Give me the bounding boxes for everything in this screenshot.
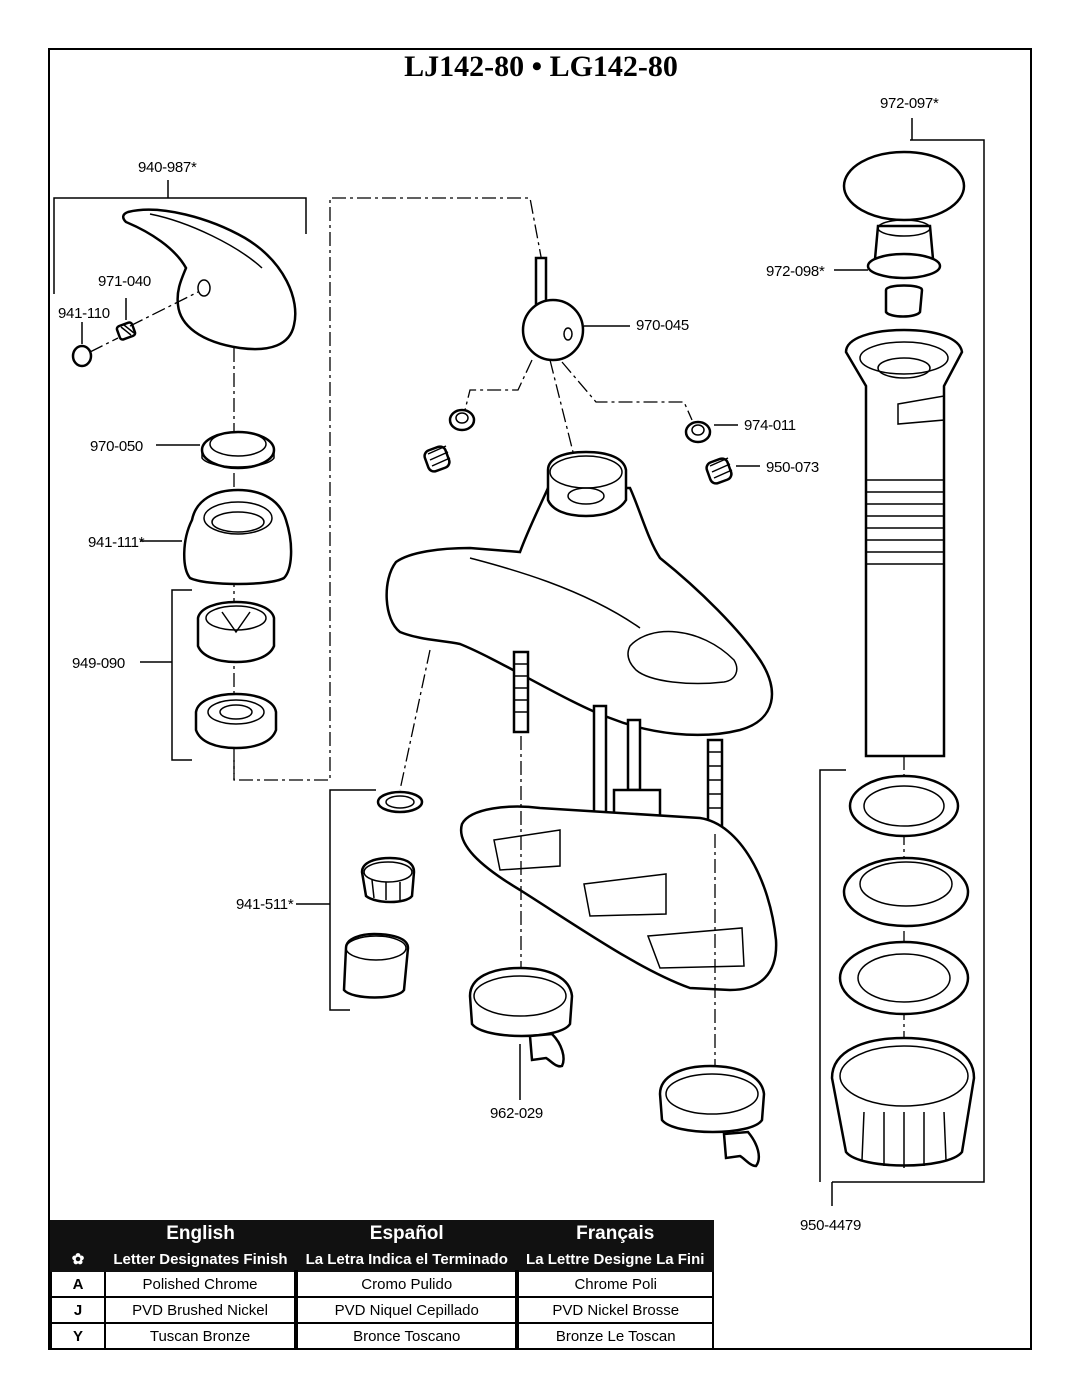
set-screw [115, 291, 199, 341]
model-title: LJ142-80 • LG142-80 [404, 50, 678, 83]
drain-washer [842, 856, 970, 928]
label-941-111: 941-111* [88, 534, 145, 551]
aerator-bracket [296, 789, 376, 1011]
finish-english: Tuscan Bronze [103, 1322, 298, 1350]
lower-bushing [194, 692, 278, 750]
handle-to-cartridge-line [233, 197, 543, 781]
label-941-110: 941-110 [58, 305, 110, 322]
seat-left [448, 408, 476, 432]
spout-aerator-line [399, 649, 431, 791]
finish-espanol: Bronce Toscano [294, 1322, 519, 1350]
label-972-098: 972-098* [766, 263, 825, 280]
label-971-040: 971-040 [98, 273, 151, 290]
mounting-nut-right [658, 1064, 766, 1168]
finish-francais: Bronze Le Toscan [515, 1322, 714, 1350]
label-962-029: 962-029 [490, 1105, 543, 1122]
drain-gasket-2 [838, 940, 970, 1016]
finish-english: Polished Chrome [103, 1270, 298, 1298]
aerator-housing [342, 932, 410, 999]
finish-row: A Polished Chrome Cromo Pulido Chrome Po… [50, 1270, 714, 1298]
label-950-4479: 950-4479 [800, 1217, 861, 1234]
label-974-011: 974-011 [744, 417, 796, 434]
aerator-insert [360, 856, 416, 904]
drain-gasket-1 [848, 774, 960, 838]
label-950-073: 950-073 [766, 459, 819, 476]
valve-cartridge [521, 256, 630, 362]
mounting-stud-left [512, 650, 530, 734]
label-940-987: 940-987* [138, 159, 197, 176]
finish-legend-table: English Español Français ✿ Letter Design… [50, 1220, 714, 1350]
drain-nut [830, 1036, 976, 1168]
drawing-frame [48, 48, 1032, 1350]
aerator-washer [376, 790, 424, 814]
header-francais: Français [516, 1220, 714, 1248]
finish-francais: Chrome Poli [515, 1270, 714, 1298]
seat-line-left [464, 359, 533, 411]
finish-marker-icon: ✿ [50, 1246, 106, 1272]
label-941-511: 941-511* [236, 896, 294, 913]
finish-code: A [50, 1270, 106, 1298]
drain-body-tube [844, 328, 964, 758]
finish-espanol: PVD Niquel Cepillado [294, 1296, 519, 1324]
mounting-stud-right [706, 738, 724, 832]
drain-assembly-bracket [819, 118, 985, 1206]
faucet-body [385, 450, 774, 737]
pop-up-stopper [834, 150, 966, 318]
handle-assembly-bracket [53, 180, 307, 294]
header-espanol: Español [295, 1220, 519, 1248]
lever-handle [122, 208, 297, 351]
mounting-nut-left [468, 966, 574, 1100]
label-949-090: 949-090 [72, 655, 125, 672]
finish-row: J PVD Brushed Nickel PVD Niquel Cepillad… [50, 1296, 714, 1324]
spring-left [423, 445, 451, 473]
seat-right [684, 420, 738, 444]
dome-cap [140, 488, 293, 586]
seat-line-right [561, 361, 693, 421]
cartridge-axis-line [549, 359, 575, 457]
subheader-english: Letter Designates Finish [103, 1246, 298, 1272]
finish-table-subheader: ✿ Letter Designates Finish La Letra Indi… [50, 1246, 714, 1272]
spring-right [705, 457, 760, 485]
finish-code: J [50, 1296, 106, 1324]
upper-bushing [196, 600, 276, 664]
finish-table-header: English Español Français [50, 1220, 714, 1248]
bushing-set-bracket [140, 589, 192, 761]
finish-code: Y [50, 1322, 106, 1350]
label-970-050: 970-050 [90, 438, 143, 455]
finish-espanol: Cromo Pulido [294, 1270, 519, 1298]
finish-francais: PVD Nickel Brosse [515, 1296, 714, 1324]
finish-english: PVD Brushed Nickel [103, 1296, 298, 1324]
subheader-francais: La Lettre Designe La Fini [516, 1246, 714, 1272]
deck-plate [459, 805, 778, 992]
label-970-045: 970-045 [636, 317, 689, 334]
subheader-espanol: La Letra Indica el Terminado [295, 1246, 519, 1272]
retaining-ring [156, 430, 276, 470]
header-english: English [103, 1220, 298, 1248]
label-972-097: 972-097* [880, 95, 939, 112]
finish-row: Y Tuscan Bronze Bronce Toscano Bronze Le… [50, 1322, 714, 1350]
handle-cap-button [71, 322, 119, 368]
